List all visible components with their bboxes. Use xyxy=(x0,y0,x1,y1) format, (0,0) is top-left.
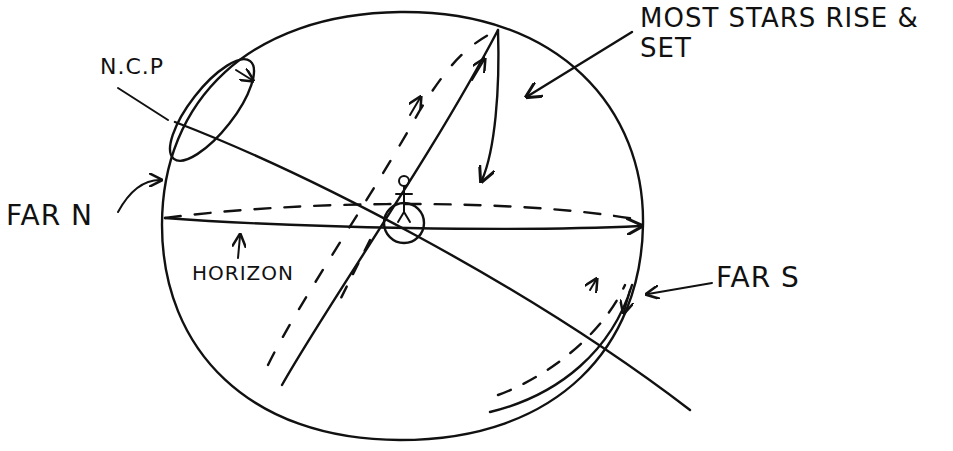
sphere-outline xyxy=(162,12,643,440)
star-path-front xyxy=(282,30,498,385)
far-south-front xyxy=(490,285,632,412)
celestial-axis xyxy=(175,122,690,410)
observer-body xyxy=(396,186,412,222)
leader-line xyxy=(118,180,160,212)
leader-line xyxy=(238,236,240,258)
far-south-back xyxy=(498,285,625,395)
leader-line xyxy=(118,88,168,120)
star-path-back xyxy=(268,30,498,365)
star-arrow xyxy=(472,60,484,80)
circumpolar-circle xyxy=(156,48,267,173)
star-path-descending xyxy=(482,30,498,180)
star-arrow xyxy=(410,98,420,115)
handwritten-label: HORIZON xyxy=(192,262,352,285)
far-south-arrow xyxy=(624,290,630,312)
handwritten-label: FAR N xyxy=(6,200,121,232)
star-path-lower xyxy=(340,240,370,300)
handwritten-label: FAR S xyxy=(716,262,846,294)
leader-line xyxy=(648,283,712,294)
handwritten-label: N.C.P xyxy=(100,54,210,79)
far-south-arrow-2 xyxy=(590,280,596,290)
observer-head xyxy=(399,176,409,186)
handwritten-label: MOST STARS RISE & SET xyxy=(640,4,930,64)
horizon-back xyxy=(165,204,640,220)
leader-line xyxy=(528,32,632,96)
circumpolar-arrow xyxy=(236,70,252,80)
